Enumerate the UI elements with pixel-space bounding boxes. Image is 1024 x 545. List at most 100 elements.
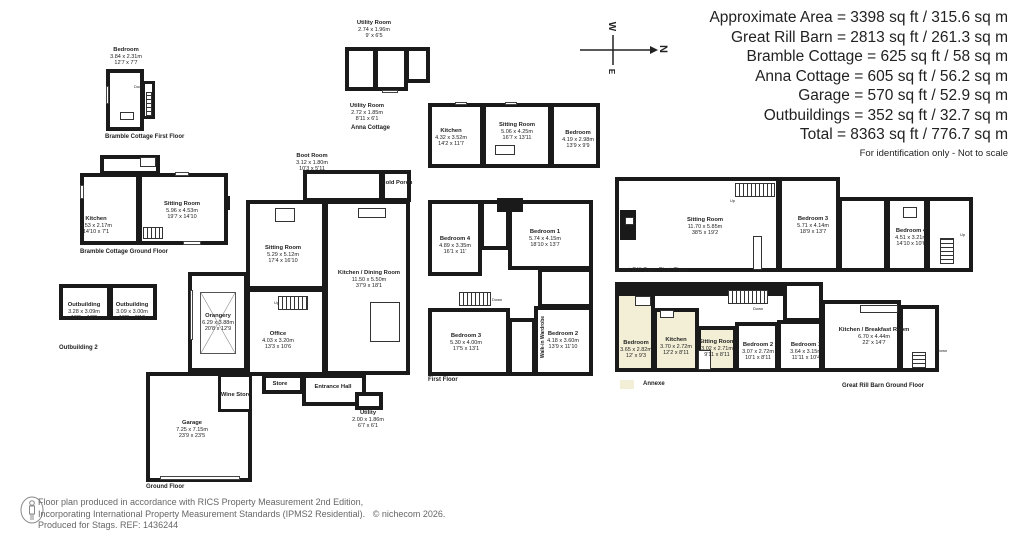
area-approximate: Approximate Area = 3398 sq ft / 315.6 sq… — [709, 9, 1008, 26]
floor-label-bramble-ground: Bramble Cottage Ground Floor — [80, 249, 169, 255]
window — [382, 90, 398, 93]
floor-label-outbuilding-2: Outbuilding 2 — [59, 345, 98, 351]
window — [80, 185, 84, 199]
stairs — [940, 238, 954, 264]
room-entrance-hall — [302, 374, 366, 406]
stair-up-label: Up — [274, 300, 280, 305]
floor-label-ground: Ground Floor — [146, 484, 185, 490]
stairs — [459, 292, 491, 306]
compass-west: W — [606, 21, 618, 32]
stairs — [278, 296, 308, 310]
footer-standards: Incorporating International Property Mea… — [38, 508, 366, 519]
room-grg-cloak — [899, 305, 939, 372]
label-cold-porch: Cold Porch — [381, 180, 413, 186]
fixture — [753, 236, 762, 270]
room-outbuilding-a — [59, 284, 111, 320]
room-ff-bedroom2 — [534, 306, 593, 376]
fixture — [698, 350, 711, 370]
floor-label-anna: Anna Cottage — [351, 125, 390, 131]
stair-down-label: Down — [492, 297, 503, 302]
window — [106, 86, 109, 104]
area-summary: Approximate Area = 3398 sq ft / 315.6 sq… — [709, 8, 1008, 161]
chimney — [224, 196, 230, 210]
stairs — [728, 290, 768, 304]
area-anna-cottage: Anna Cottage = 605 sq ft / 56.2 sq m — [755, 67, 1008, 85]
scale-disclaimer: For identification only - Not to scale — [859, 147, 1008, 159]
stair-down-label: Down — [937, 348, 948, 353]
stairs — [146, 92, 152, 116]
window — [183, 241, 201, 245]
floor-label-barn-first: Great Rill Barn First Floor — [615, 268, 689, 274]
annexe-legend-label: Annexe — [643, 381, 665, 387]
room-grb-bathroom — [838, 197, 888, 272]
roof-lantern — [200, 292, 236, 354]
person-icon — [20, 495, 46, 525]
stair-down-label: Down — [753, 306, 764, 311]
kitchen-counter — [860, 305, 898, 313]
room-grg-hall — [783, 282, 823, 322]
stair-up-label: Up — [730, 198, 736, 203]
stairs — [143, 227, 163, 239]
sink-fixture — [660, 310, 674, 318]
room-bc-bedroom — [106, 69, 144, 131]
room-ff-walkin — [508, 318, 536, 376]
area-total: Total = 8363 sq ft / 776.7 sq m — [799, 126, 1008, 143]
room-boot-room — [303, 170, 383, 202]
label-wine-store: Wine Store — [220, 392, 252, 398]
room-ac-utility-2 — [345, 47, 377, 91]
footer: Floor plan produced in accordance with R… — [38, 497, 445, 532]
footer-line-2: Incorporating International Property Mea… — [38, 509, 445, 521]
room-wine-store — [218, 374, 252, 412]
compass-east: E — [607, 68, 617, 75]
bed-fixture — [903, 207, 917, 218]
stair-down-label: Down — [134, 84, 145, 89]
compass-icon: W E N — [580, 15, 680, 95]
stairs — [735, 183, 775, 197]
room-outbuilding-b — [109, 284, 157, 320]
fireplace — [625, 217, 634, 225]
window — [175, 172, 189, 176]
fireplace — [275, 208, 295, 222]
annexe-legend-swatch — [620, 380, 634, 389]
window — [455, 102, 467, 105]
label-entrance-hall: Entrance Hall — [314, 384, 352, 390]
footer-line-3: Produced for Stags. REF: 1436244 — [38, 520, 179, 530]
floor-label-first: First Floor — [428, 377, 458, 383]
area-great-rill-barn: Great Rill Barn = 2813 sq ft / 261.3 sq … — [731, 28, 1008, 46]
range-cooker — [358, 208, 386, 218]
floor-label-barn-ground: Great Rill Barn Ground Floor — [842, 383, 925, 389]
room-grg-bedroom1 — [777, 320, 823, 372]
bed-fixture — [120, 112, 134, 120]
room-utility — [355, 392, 383, 410]
room-cold-porch — [381, 170, 411, 202]
chimney — [620, 210, 636, 240]
footer-line-1: Floor plan produced in accordance with R… — [38, 497, 364, 507]
shower-fixture — [635, 296, 651, 306]
area-bramble-cottage: Bramble Cottage = 625 sq ft / 58 sq m — [746, 48, 1009, 65]
label-store: Store — [272, 381, 288, 387]
